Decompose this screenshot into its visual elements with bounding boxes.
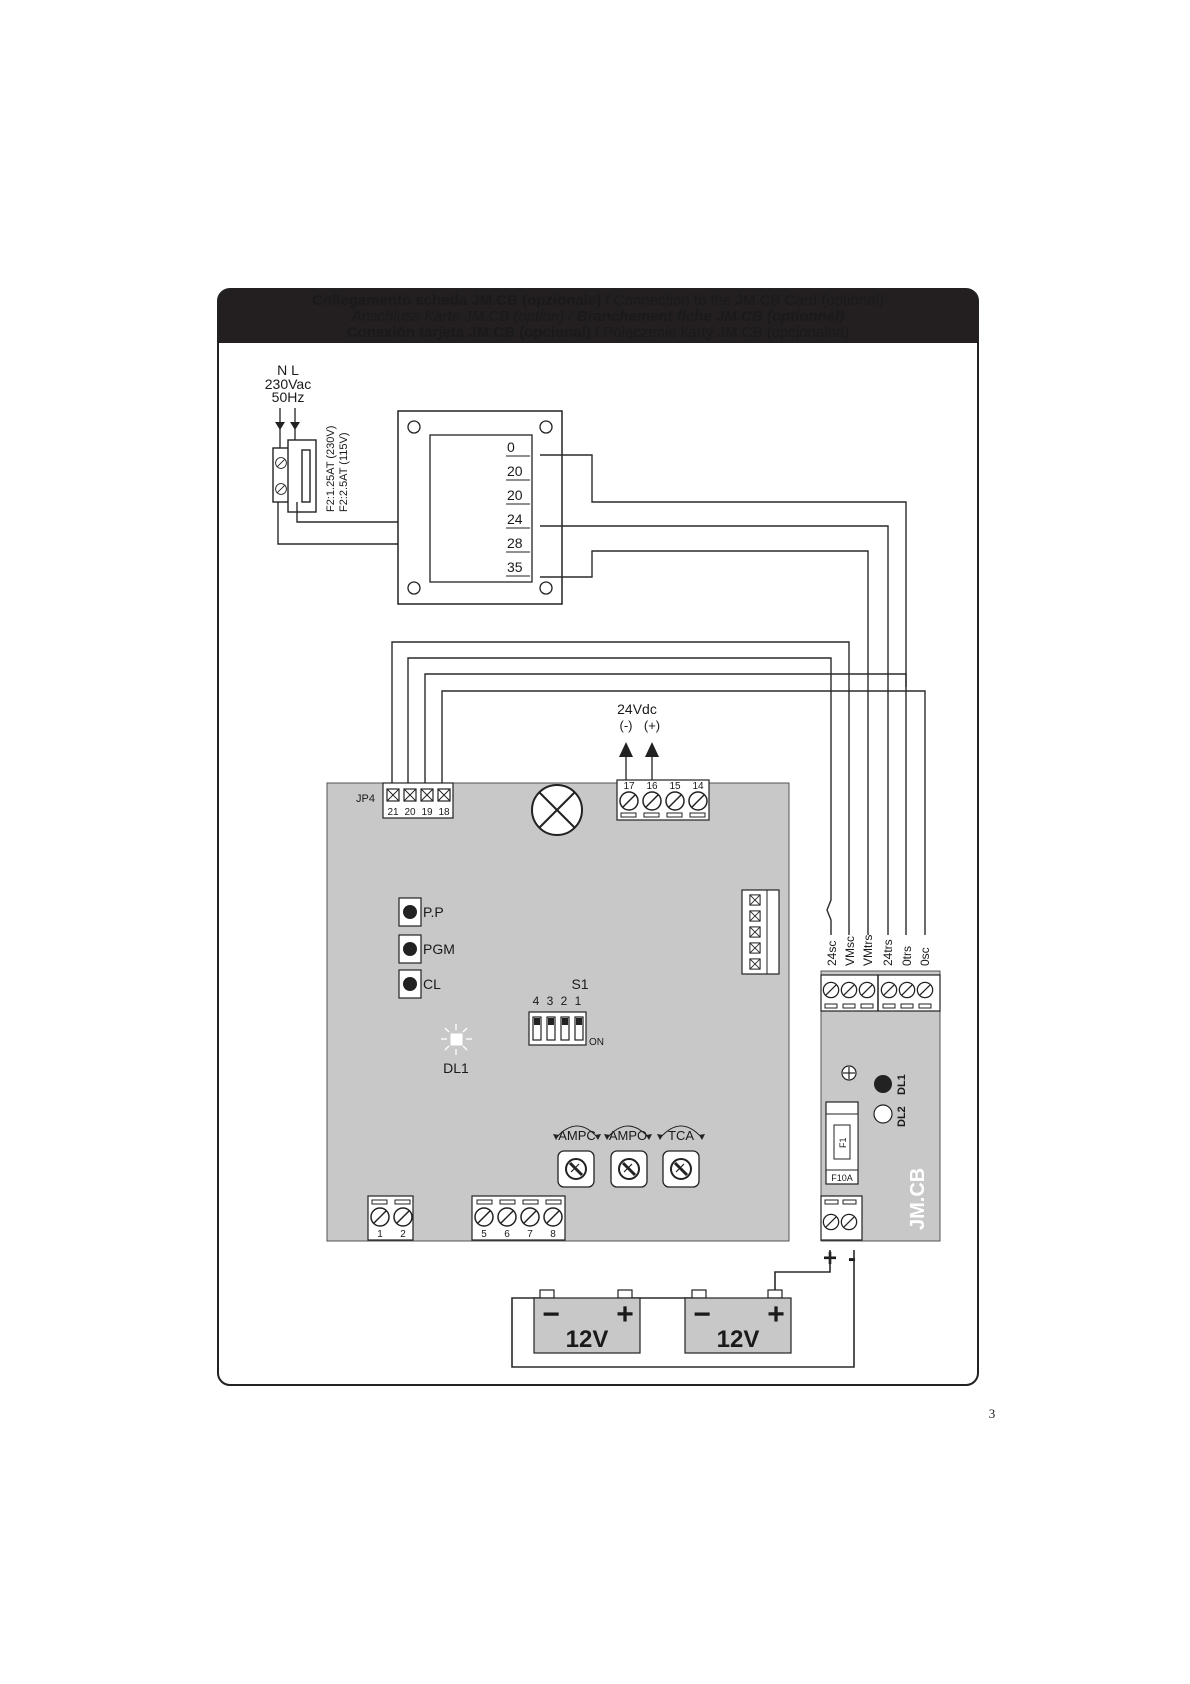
jmcb-output-minus: - bbox=[848, 1245, 856, 1272]
fuse-label-230v: F2:1.25AT (230V) bbox=[325, 426, 337, 512]
mains-voltage: 230Vac bbox=[265, 376, 311, 392]
jmcb-fuse: F1 F10A bbox=[825, 1101, 859, 1185]
header-bar: Collegamento scheda JM.CB (opzionale) / … bbox=[218, 289, 978, 343]
transformer: 0 20 20 24 28 35 bbox=[397, 410, 563, 605]
battery-1-plus: + bbox=[616, 1298, 634, 1331]
terminal-1: 1 bbox=[377, 1229, 383, 1240]
button-pp[interactable]: P.P bbox=[398, 897, 444, 927]
mains-supply: N L 230Vac 50Hz F2:1.25AT (230V) F2:2.5A… bbox=[265, 362, 350, 513]
jp4-pin-18: 18 bbox=[438, 807, 450, 818]
trimmer-ampo[interactable]: AMPO bbox=[604, 1125, 652, 1189]
vdc-minus: (-) bbox=[620, 718, 633, 733]
jmcb-fuse-name: F1 bbox=[838, 1137, 848, 1148]
tap-35: 35 bbox=[507, 559, 523, 575]
trimmer-tca-label: TCA bbox=[668, 1128, 694, 1143]
led-dl1-label: DL1 bbox=[443, 1060, 469, 1076]
jmcb-title: JM.CB bbox=[907, 1168, 929, 1230]
output-24vdc: 24Vdc (-) (+) bbox=[617, 701, 660, 783]
side-connector bbox=[741, 889, 780, 975]
vdc-plus: (+) bbox=[644, 718, 660, 733]
jmcb-input-vmtrs: VMtrs bbox=[861, 935, 875, 966]
jp4-connector: JP4 21 20 19 18 bbox=[356, 782, 454, 819]
jmcb-input-24trs: 24trs bbox=[881, 939, 895, 966]
dip-on-label: ON bbox=[589, 1037, 604, 1048]
button-pgm[interactable]: PGM bbox=[398, 934, 455, 964]
jmcb-input-24sc: 24sc bbox=[825, 941, 839, 966]
dip-switch-name: S1 bbox=[571, 976, 588, 992]
tap-0: 0 bbox=[507, 439, 515, 455]
trimmer-ampo-label: AMPO bbox=[609, 1128, 647, 1143]
page-number: 3 bbox=[989, 1406, 996, 1421]
battery-2: − + 12V bbox=[684, 1289, 792, 1354]
header-line-2: Anschluss Karte JM.CB (option) / Branche… bbox=[351, 308, 845, 325]
lamp-icon bbox=[531, 784, 583, 836]
trimmer-ampc-label: AMPC bbox=[558, 1128, 596, 1143]
dip-number-3: 3 bbox=[547, 994, 554, 1008]
jmcb-led-dl2 bbox=[873, 1104, 893, 1124]
battery-2-plus: + bbox=[767, 1298, 785, 1331]
tap-28: 28 bbox=[507, 535, 523, 551]
terminal-17: 17 bbox=[623, 781, 635, 792]
jp4-pin-20: 20 bbox=[404, 807, 416, 818]
led-dl1: DL1 bbox=[441, 1024, 472, 1076]
terminal-block-top: 17 16 15 14 bbox=[616, 779, 710, 821]
jmcb-card: 24sc VMsc VMtrs 24trs 0trs 0sc DL1 DL2 bbox=[820, 935, 941, 1242]
terminal-block-bottom-left: 1 2 bbox=[367, 1195, 414, 1241]
jp4-pin-21: 21 bbox=[387, 807, 399, 818]
terminal-14: 14 bbox=[692, 781, 704, 792]
dip-number-4: 4 bbox=[533, 994, 540, 1008]
dip-number-1: 1 bbox=[575, 994, 582, 1008]
battery-1-voltage: 12V bbox=[566, 1326, 609, 1353]
battery-2-minus: − bbox=[693, 1298, 711, 1331]
terminal-block-bottom-right: 5 6 7 8 bbox=[471, 1195, 566, 1241]
button-cl-label: CL bbox=[423, 976, 441, 992]
battery-1: − + 12V bbox=[533, 1289, 641, 1354]
jmcb-input-0sc: 0sc bbox=[918, 947, 932, 966]
battery-2-voltage: 12V bbox=[717, 1326, 760, 1353]
jmcb-led2-label: DL2 bbox=[896, 1106, 908, 1127]
mains-phases: N L bbox=[277, 362, 299, 378]
jmcb-led-dl1 bbox=[874, 1075, 892, 1093]
terminal-8: 8 bbox=[550, 1229, 556, 1240]
dip-number-2: 2 bbox=[561, 994, 568, 1008]
terminal-6: 6 bbox=[504, 1229, 510, 1240]
jmcb-input-0trs: 0trs bbox=[900, 946, 914, 966]
button-pp-label: P.P bbox=[423, 904, 444, 920]
button-pgm-label: PGM bbox=[423, 941, 455, 957]
terminal-15: 15 bbox=[669, 781, 681, 792]
jmcb-led1-label: DL1 bbox=[896, 1074, 908, 1095]
fuse-label-115v: F2:2.5AT (115V) bbox=[338, 433, 350, 512]
header-line-1: Collegamento scheda JM.CB (opzionale) / … bbox=[312, 292, 884, 309]
jmcb-input-vmsc: VMsc bbox=[843, 936, 857, 966]
header-line-3: Conexión tarjeta JM.CB (opcional) / Połą… bbox=[347, 324, 850, 341]
battery-1-minus: − bbox=[542, 1298, 560, 1331]
jmcb-fuse-rating: F10A bbox=[831, 1173, 853, 1183]
push-buttons: P.P PGM CL bbox=[398, 897, 455, 999]
dip-switch-s1[interactable]: S1 4 3 2 1 ON bbox=[528, 976, 604, 1048]
trimmer-ampc[interactable]: AMPC bbox=[553, 1125, 601, 1189]
tap-20b: 20 bbox=[507, 487, 523, 503]
tap-24: 24 bbox=[507, 511, 523, 527]
terminal-16: 16 bbox=[646, 781, 658, 792]
mains-frequency: 50Hz bbox=[272, 389, 305, 405]
terminal-7: 7 bbox=[527, 1229, 533, 1240]
tap-20a: 20 bbox=[507, 463, 523, 479]
trimmer-tca[interactable]: TCA bbox=[657, 1125, 705, 1189]
jp4-pin-19: 19 bbox=[421, 807, 433, 818]
jp4-label: JP4 bbox=[356, 793, 375, 805]
button-cl[interactable]: CL bbox=[398, 969, 441, 999]
vdc-label: 24Vdc bbox=[617, 701, 657, 717]
terminal-2: 2 bbox=[400, 1229, 406, 1240]
trimmers: AMPC AMPO TCA bbox=[553, 1125, 705, 1189]
terminal-5: 5 bbox=[481, 1229, 487, 1240]
